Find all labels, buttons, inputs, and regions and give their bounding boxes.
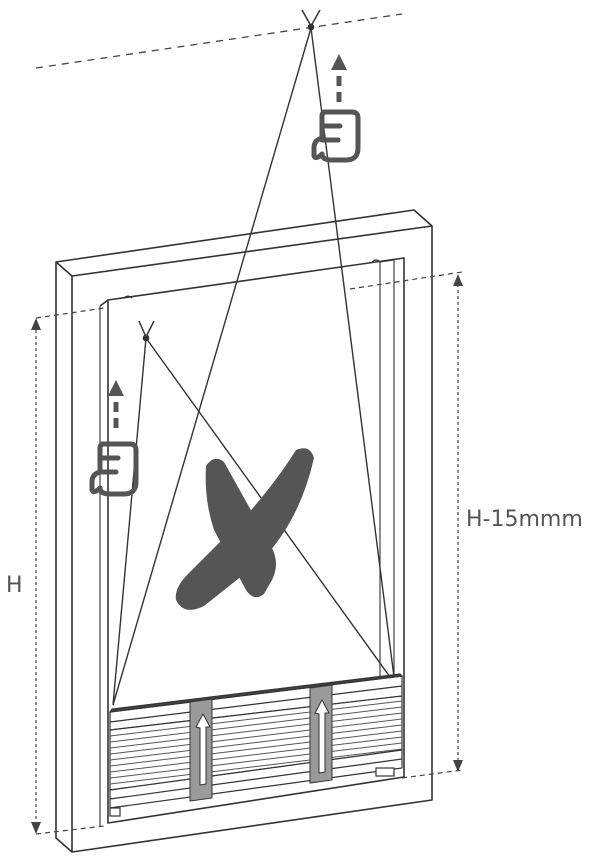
dashed-up-arrow-icon — [331, 54, 347, 102]
dashed-up-arrow-icon-inner — [108, 380, 124, 428]
glass-edges — [99, 259, 395, 826]
cross-mark-icon — [175, 448, 314, 610]
hand-grip-icon-inner — [89, 441, 139, 497]
height-label: H — [6, 573, 23, 598]
top-reference-line — [35, 13, 403, 69]
pleated-blind — [108, 673, 404, 817]
lift-strap-left — [189, 698, 213, 802]
dimension-h-reduced — [349, 271, 463, 779]
hand-grip-icon — [311, 109, 361, 163]
lift-strap-right — [309, 684, 333, 784]
window-frame — [55, 209, 433, 853]
reduced-height-label: H-15mmm — [466, 507, 583, 532]
dimension-h — [31, 307, 105, 835]
cord-knot-top — [301, 9, 321, 31]
tension-cords — [112, 27, 395, 706]
cord-knot-inner — [138, 320, 155, 342]
